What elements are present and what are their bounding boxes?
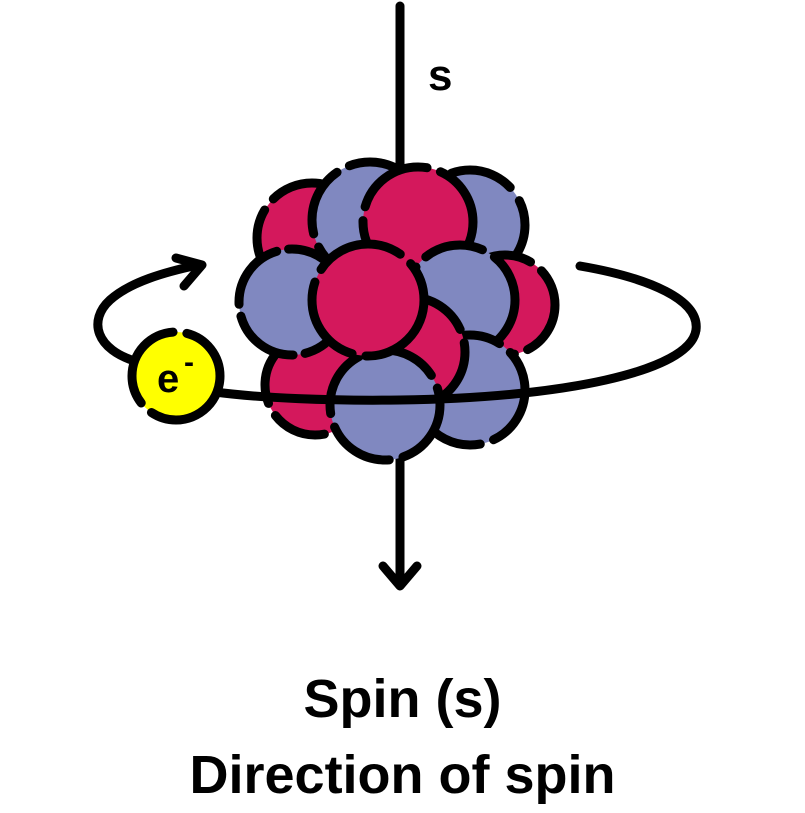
proton	[307, 239, 429, 361]
electron: e -	[127, 327, 225, 425]
neutron	[325, 345, 445, 465]
arrow-down-icon	[378, 561, 422, 591]
nucleus	[234, 157, 560, 465]
electron-label: e	[157, 357, 179, 401]
orbit-ellipse-front	[210, 325, 701, 405]
caption-title: Spin (s)	[303, 669, 502, 729]
orbit-ellipse-left	[93, 260, 203, 367]
electron-circle	[127, 327, 225, 425]
orbit-ellipse-back	[575, 261, 701, 335]
caption-subtitle: Direction of spin	[189, 745, 616, 805]
curved-arrow-icon	[171, 253, 207, 291]
electron-charge: -	[184, 346, 194, 379]
spin-axis-label: s	[428, 51, 452, 100]
